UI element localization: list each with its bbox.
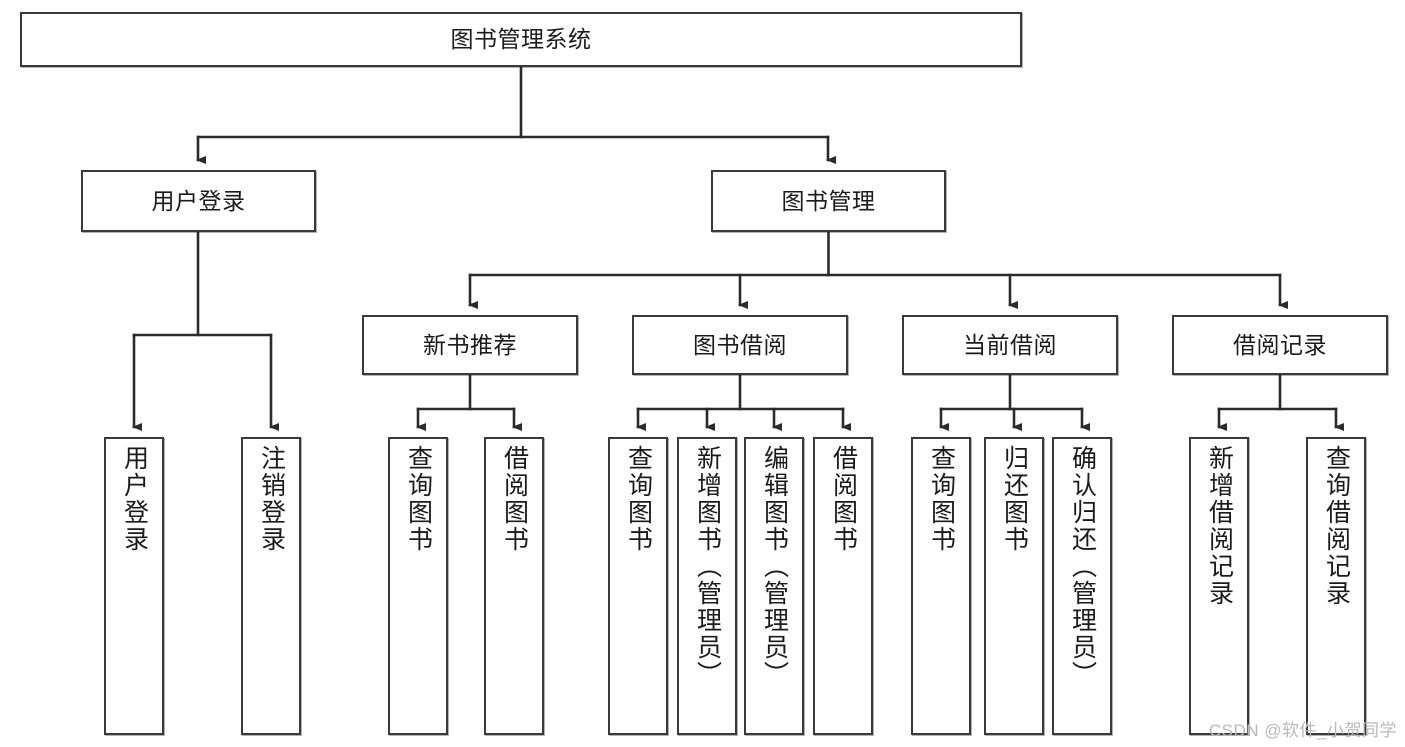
node-leaf-cur-confirm-label: 确认归还（管理员）: [1068, 445, 1097, 688]
node-leaf-borrow-query-label: 查询图书: [624, 445, 653, 553]
watermark: CSDN @软件_小贺同学: [1208, 721, 1397, 740]
node-leaf-rec-search-label: 查询借阅记录: [1322, 445, 1351, 607]
node-leaf-borrow-query[interactable]: 查询图书: [608, 437, 668, 735]
node-leaf-user-logout-label: 注销登录: [257, 445, 286, 553]
node-book-borrow-label: 图书借阅: [693, 331, 787, 358]
node-leaf-borrow-do-label: 借阅图书: [829, 445, 858, 553]
node-leaf-cur-return-label: 归还图书: [1000, 445, 1029, 553]
node-user-login-label: 用户登录: [151, 187, 246, 214]
node-current-borrow-label: 当前借阅: [963, 331, 1057, 358]
node-leaf-rec-search[interactable]: 查询借阅记录: [1306, 437, 1366, 735]
node-user-login[interactable]: 用户登录: [81, 170, 316, 232]
node-root-label: 图书管理系统: [450, 26, 592, 53]
node-leaf-user-logout[interactable]: 注销登录: [241, 437, 301, 735]
node-leaf-cur-confirm[interactable]: 确认归还（管理员）: [1052, 437, 1112, 735]
node-leaf-borrow-do[interactable]: 借阅图书: [813, 437, 873, 735]
node-current-borrow[interactable]: 当前借阅: [902, 315, 1118, 375]
node-leaf-rec-add-label: 新增借阅记录: [1205, 445, 1234, 607]
node-leaf-rec-query[interactable]: 查询图书: [388, 437, 448, 735]
node-book-manage-label: 图书管理: [781, 187, 876, 214]
node-leaf-rec-borrow-label: 借阅图书: [500, 445, 529, 553]
node-leaf-borrow-add[interactable]: 新增图书（管理员）: [677, 437, 737, 735]
node-new-book-rec[interactable]: 新书推荐: [362, 315, 578, 375]
node-leaf-cur-return[interactable]: 归还图书: [984, 437, 1044, 735]
node-book-manage[interactable]: 图书管理: [711, 170, 946, 232]
node-borrow-record-label: 借阅记录: [1233, 331, 1327, 358]
node-leaf-cur-query[interactable]: 查询图书: [911, 437, 971, 735]
node-leaf-user-login-label: 用户登录: [120, 445, 149, 553]
node-leaf-rec-add[interactable]: 新增借阅记录: [1189, 437, 1249, 735]
node-leaf-cur-query-label: 查询图书: [927, 445, 956, 553]
node-leaf-rec-query-label: 查询图书: [404, 445, 433, 553]
node-book-borrow[interactable]: 图书借阅: [632, 315, 848, 375]
node-leaf-user-login[interactable]: 用户登录: [104, 437, 164, 735]
node-borrow-record[interactable]: 借阅记录: [1172, 315, 1388, 375]
node-new-book-rec-label: 新书推荐: [423, 331, 517, 358]
node-leaf-borrow-edit[interactable]: 编辑图书（管理员）: [744, 437, 804, 735]
node-leaf-borrow-add-label: 新增图书（管理员）: [693, 445, 722, 688]
node-root[interactable]: 图书管理系统: [20, 12, 1022, 67]
node-leaf-rec-borrow[interactable]: 借阅图书: [484, 437, 544, 735]
node-leaf-borrow-edit-label: 编辑图书（管理员）: [760, 445, 789, 688]
